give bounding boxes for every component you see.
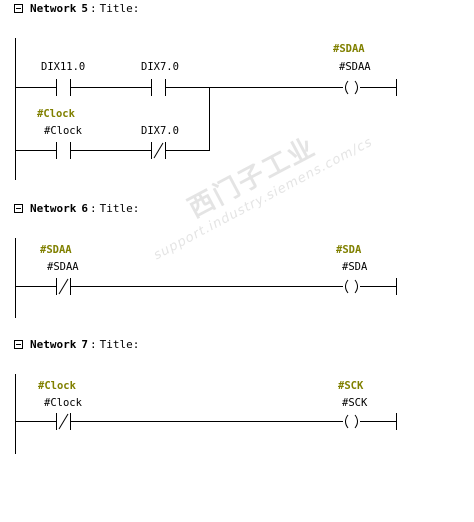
contact-address: #Clock	[44, 397, 83, 409]
network-label: Network	[30, 202, 77, 215]
collapse-toggle-icon[interactable]	[14, 204, 23, 213]
network-colon: :	[89, 338, 97, 351]
collapse-toggle-icon[interactable]	[14, 340, 23, 349]
contact-symbol: #Clock	[37, 108, 76, 120]
contact-symbol: #Clock	[38, 380, 77, 392]
network-7-header[interactable]: Network 7 : Title:	[14, 338, 139, 351]
contact-no[interactable]	[56, 142, 71, 159]
contact-nc[interactable]	[56, 413, 71, 430]
network-label: Network	[30, 2, 77, 15]
network-5-header[interactable]: Network 5 : Title:	[14, 2, 139, 15]
contact-no[interactable]	[151, 79, 166, 96]
network-5-rung: DIX11.0 DIX7.0 #SDAA #SDAA #Clock #Clock…	[15, 38, 397, 180]
coil-symbol: #SDAA	[333, 43, 365, 55]
contact-no[interactable]	[56, 79, 71, 96]
network-number: 5	[81, 2, 88, 15]
contact-symbol: #SDAA	[40, 244, 72, 256]
output-coil[interactable]	[345, 414, 358, 429]
contact-nc[interactable]	[56, 278, 71, 295]
contact-address: DIX7.0	[141, 125, 179, 137]
collapse-toggle-icon[interactable]	[14, 4, 23, 13]
contact-nc[interactable]	[151, 142, 166, 159]
contact-address: #Clock	[44, 125, 83, 137]
coil-address: #SDAA	[339, 61, 371, 73]
network-label: Network	[30, 338, 77, 351]
output-coil[interactable]	[345, 80, 358, 95]
network-title[interactable]: Title:	[99, 338, 140, 351]
network-number: 6	[81, 202, 88, 215]
network-6-header[interactable]: Network 6 : Title:	[14, 202, 139, 215]
network-colon: :	[89, 202, 97, 215]
contact-address: DIX11.0	[41, 61, 85, 73]
contact-address: #SDAA	[47, 261, 79, 273]
coil-symbol: #SCK	[338, 380, 364, 392]
output-coil[interactable]	[345, 279, 358, 294]
network-colon: :	[89, 2, 97, 15]
network-title[interactable]: Title:	[99, 202, 140, 215]
network-title[interactable]: Title:	[99, 2, 140, 15]
coil-symbol: #SDA	[336, 244, 362, 256]
coil-address: #SCK	[342, 397, 368, 409]
coil-address: #SDA	[342, 261, 368, 273]
network-number: 7	[81, 338, 88, 351]
contact-address: DIX7.0	[141, 61, 179, 73]
